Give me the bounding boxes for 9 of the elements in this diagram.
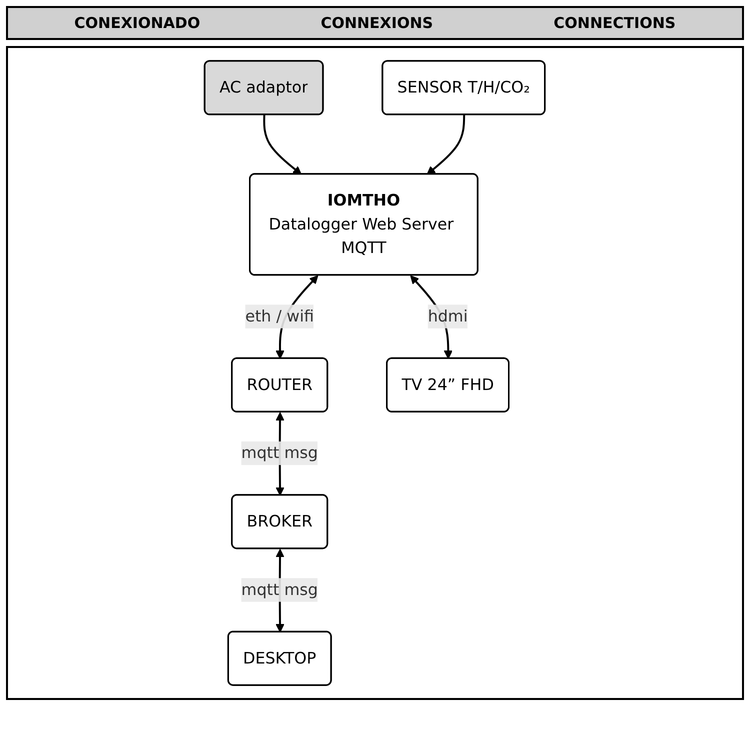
header-label: CONNEXIONS	[320, 14, 434, 32]
arrow	[263, 114, 302, 175]
edge-label: mqtt msg	[242, 580, 318, 599]
edge-label: mqtt msg	[242, 443, 318, 462]
edge-label: hdmi	[428, 306, 468, 326]
arrow	[427, 114, 466, 175]
edge-label: eth / wifi	[246, 306, 314, 326]
header-label: CONEXIONADO	[74, 14, 200, 32]
header-label: CONNECTIONS	[554, 14, 676, 32]
